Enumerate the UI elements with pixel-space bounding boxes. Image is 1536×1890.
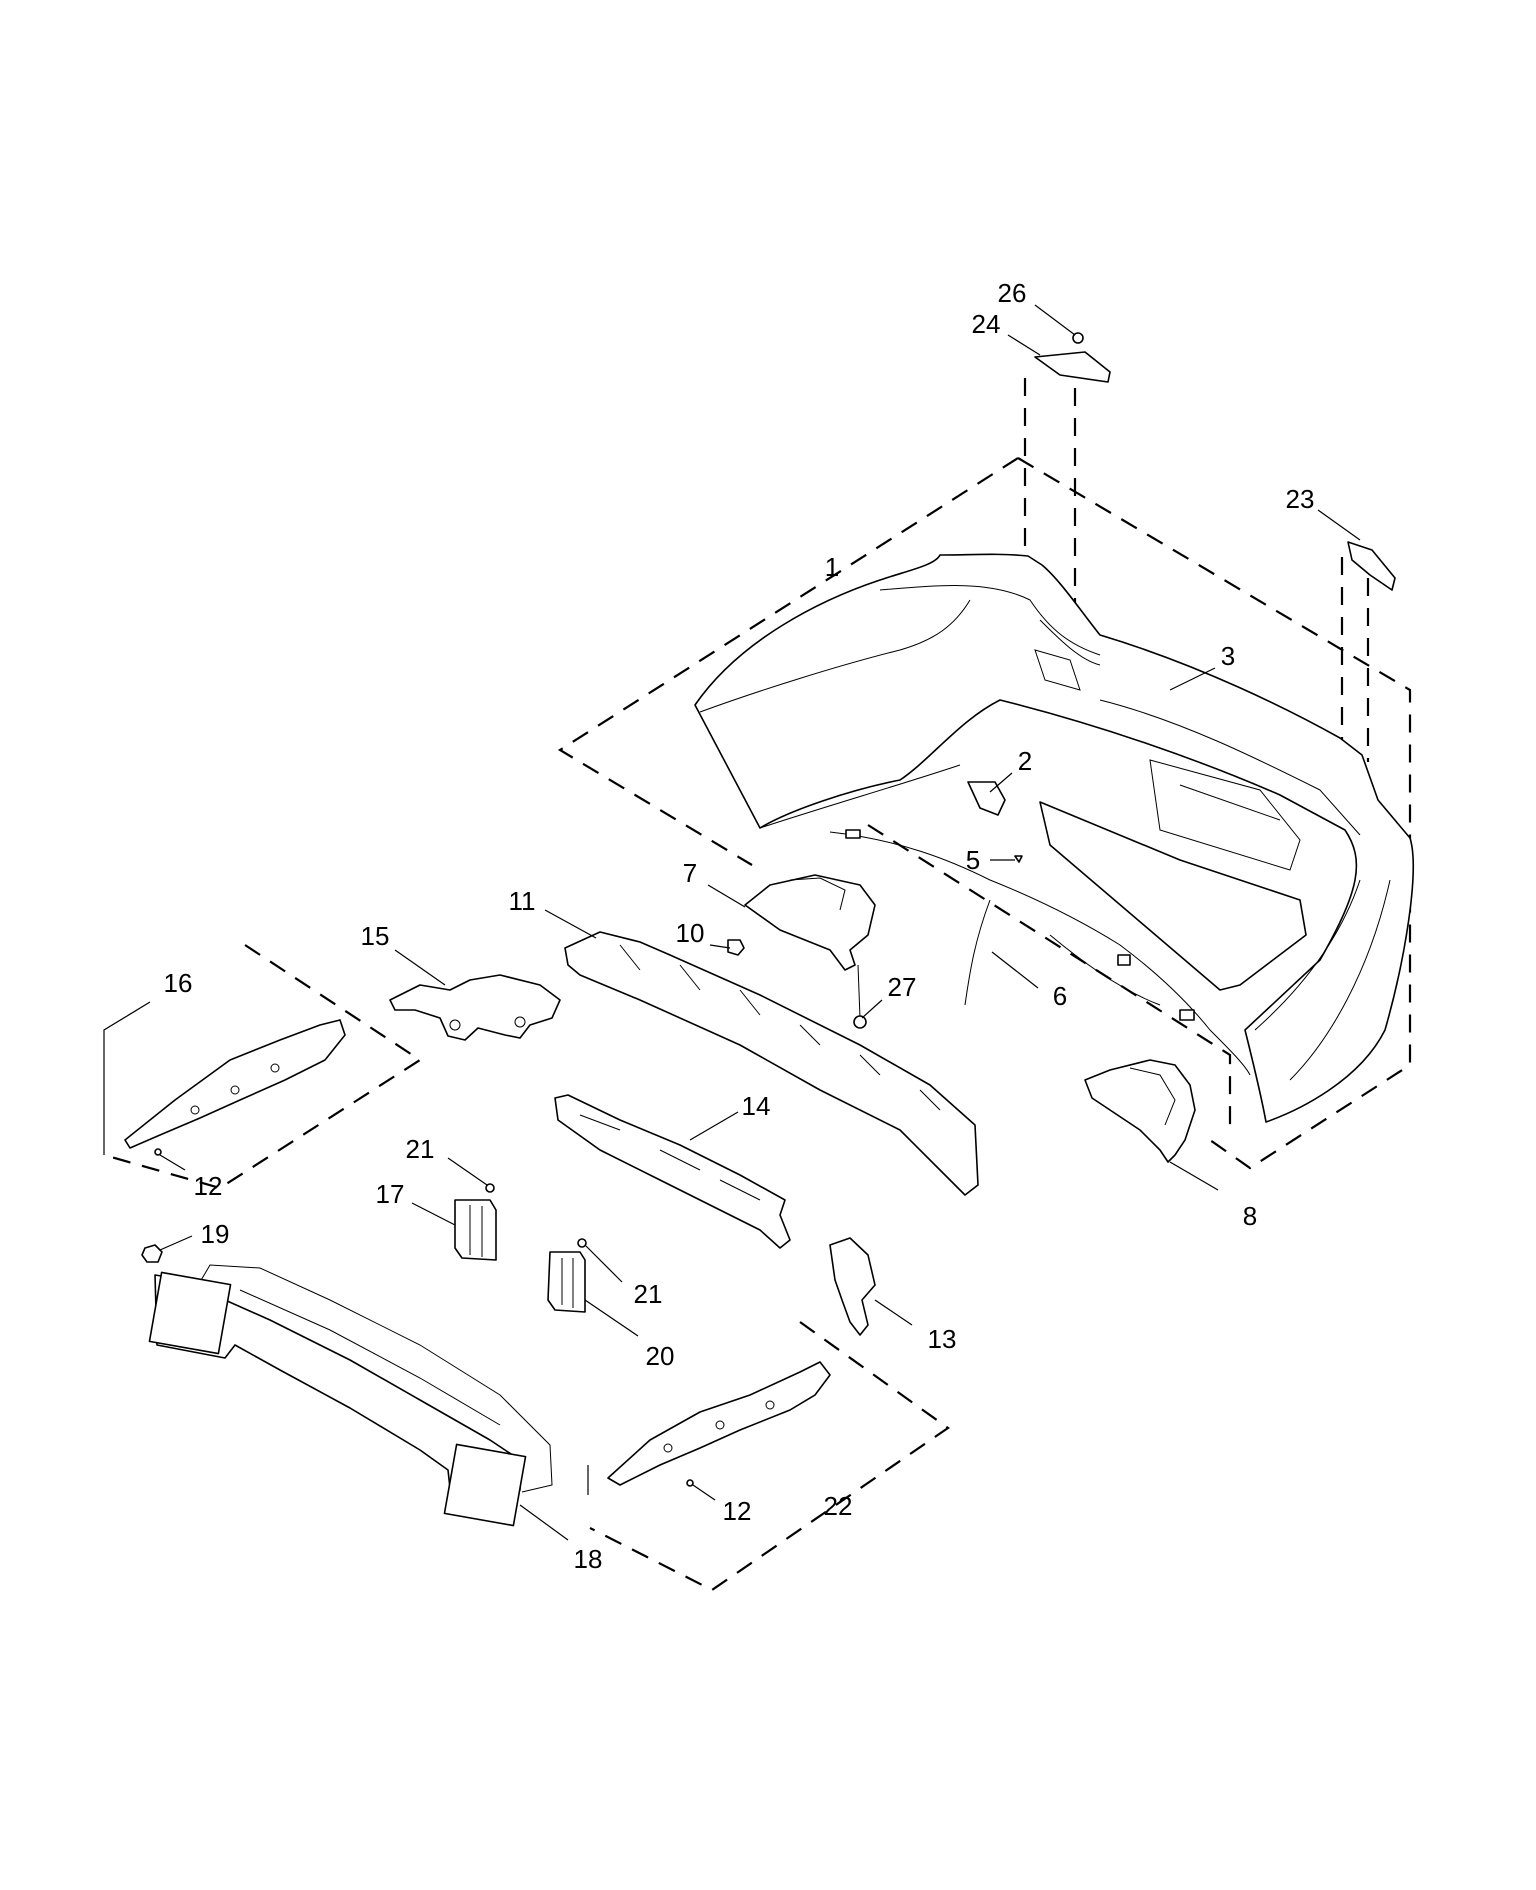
screw-21a — [485, 1183, 495, 1193]
group-outline-main-inner — [867, 824, 1232, 1125]
mounting-bracket-15 — [389, 974, 561, 1041]
callout-24: 24 — [972, 309, 1001, 339]
cover-plate-2 — [967, 781, 1006, 816]
fastener-12a — [154, 1148, 162, 1156]
callout-15: 15 — [361, 921, 390, 951]
callout-2: 2 — [1018, 746, 1032, 776]
callout-21-upper: 21 — [406, 1134, 435, 1164]
callout-21-lower: 21 — [634, 1279, 663, 1309]
support-rail-14 — [554, 1094, 791, 1249]
callout-13: 13 — [928, 1324, 957, 1354]
callout-17: 17 — [376, 1179, 405, 1209]
callout-7: 7 — [683, 858, 697, 888]
bracket-23 — [1347, 541, 1396, 591]
side-guide-16 — [124, 1019, 346, 1149]
callouts: 26 24 23 1 3 2 5 7 11 10 27 6 15 16 12 1… — [164, 278, 1315, 1574]
nut-19 — [141, 1244, 163, 1263]
callout-12-left: 12 — [194, 1171, 223, 1201]
air-deflector-8 — [1084, 1059, 1196, 1163]
callout-3: 3 — [1221, 641, 1235, 671]
bumper-cover — [694, 553, 1414, 1123]
group-outline-16-left — [103, 1001, 151, 1155]
callout-22: 22 — [824, 1491, 853, 1521]
screw-21b — [577, 1238, 587, 1248]
spacer-block-17 — [454, 1199, 497, 1261]
callout-12-right: 12 — [723, 1496, 752, 1526]
callout-8: 8 — [1243, 1201, 1257, 1231]
callout-10: 10 — [676, 918, 705, 948]
spacer-block-20 — [547, 1251, 586, 1313]
group-outline-22 — [589, 1321, 950, 1592]
clip-5 — [1014, 855, 1023, 863]
callout-27: 27 — [888, 972, 917, 1002]
callout-18: 18 — [574, 1544, 603, 1574]
group-outline-main-right — [1017, 457, 1412, 1170]
fastener-12b — [686, 1479, 694, 1487]
reinforcement-beam-18 — [148, 1264, 553, 1527]
callout-16: 16 — [164, 968, 193, 998]
callout-14: 14 — [742, 1091, 771, 1121]
group-outlines — [103, 378, 1412, 1592]
energy-absorber-11 — [564, 931, 979, 1196]
callout-11: 11 — [509, 886, 536, 916]
side-bracket-13 — [829, 1237, 876, 1336]
callout-19: 19 — [201, 1219, 230, 1249]
air-deflector-7 — [744, 874, 876, 971]
group-outline-16 — [103, 944, 423, 1190]
leader-lines — [159, 304, 1361, 1541]
callout-26: 26 — [998, 278, 1027, 308]
callout-6: 6 — [1053, 981, 1067, 1011]
wiring-harness-6 — [829, 829, 1251, 1076]
bolt-27 — [853, 964, 867, 1029]
callout-5: 5 — [966, 845, 980, 875]
hardware-26 — [1072, 332, 1084, 344]
callout-23: 23 — [1286, 484, 1315, 514]
callout-1: 1 — [825, 552, 839, 582]
nut-10 — [727, 939, 745, 956]
callout-20: 20 — [646, 1341, 675, 1371]
side-guide-22 — [607, 1361, 831, 1486]
bracket-24 — [1034, 351, 1111, 383]
group-outline-main — [557, 457, 1019, 866]
